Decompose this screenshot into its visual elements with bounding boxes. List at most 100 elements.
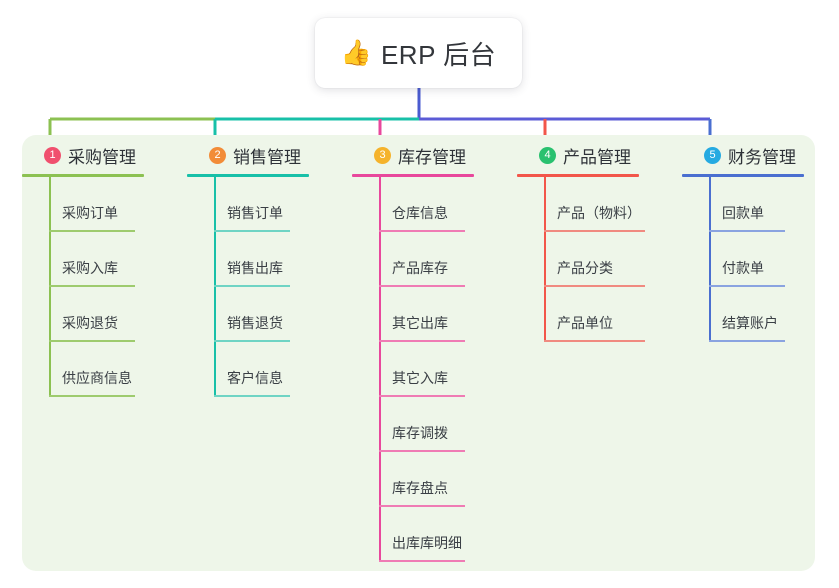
leaf-item[interactable]: 产品单位 (517, 287, 645, 342)
leaf-rule (379, 505, 465, 507)
leaf-rule (379, 450, 465, 452)
leaf-rule (379, 285, 465, 287)
leaf-rule (49, 395, 135, 397)
leaf-label: 仓库信息 (392, 205, 448, 221)
root-node[interactable]: 👍 ERP 后台 (315, 18, 522, 88)
leaf-label: 出库库明细 (392, 535, 462, 551)
leaf-item[interactable]: 仓库信息 (352, 177, 474, 232)
branch-5: 5 财务管理回款单付款单结算账户 (682, 142, 804, 342)
leaf-item[interactable]: 产品（物料） (517, 177, 645, 232)
leaf-label: 结算账户 (722, 315, 778, 331)
leaf-rule (214, 285, 290, 287)
leaf-label: 客户信息 (227, 370, 283, 386)
branch-leaves-2: 销售订单销售出库销售退货客户信息 (187, 177, 309, 397)
branch-badge-2: 2 (209, 146, 226, 164)
leaf-rule (709, 340, 785, 342)
leaf-rule (379, 230, 465, 232)
leaf-label: 其它出库 (392, 315, 448, 331)
branch-leaves-3: 仓库信息产品库存其它出库其它入库库存调拨库存盘点出库库明细 (352, 177, 474, 562)
branch-spine-1 (49, 177, 51, 397)
leaf-item[interactable]: 其它入库 (352, 342, 474, 397)
leaf-label: 产品单位 (557, 315, 613, 331)
leaf-item[interactable]: 采购退货 (22, 287, 144, 342)
branch-title-2: 销售管理 (233, 147, 301, 167)
branch-rule-4 (517, 174, 639, 177)
branch-header-2[interactable]: 2 销售管理 (187, 142, 309, 168)
thumbs-up-icon: 👍 (340, 38, 372, 67)
leaf-rule (709, 230, 785, 232)
leaf-item[interactable]: 其它出库 (352, 287, 474, 342)
leaf-item[interactable]: 供应商信息 (22, 342, 144, 397)
leaf-rule (544, 340, 645, 342)
leaf-label: 产品（物料） (557, 205, 641, 221)
branch-badge-5: 5 (704, 146, 721, 164)
leaf-item[interactable]: 回款单 (682, 177, 804, 232)
leaf-item[interactable]: 客户信息 (187, 342, 309, 397)
branch-rule-5 (682, 174, 804, 177)
leaf-rule (709, 285, 785, 287)
branch-header-5[interactable]: 5 财务管理 (682, 142, 804, 168)
leaf-rule (214, 340, 290, 342)
leaf-item[interactable]: 结算账户 (682, 287, 804, 342)
leaf-label: 销售退货 (227, 315, 283, 331)
leaf-label: 供应商信息 (62, 370, 132, 386)
leaf-rule (544, 230, 645, 232)
branch-leaves-4: 产品（物料） 产品分类产品单位 (517, 177, 645, 342)
branch-leaves-5: 回款单付款单结算账户 (682, 177, 804, 342)
branch-rule-1 (22, 174, 144, 177)
branch-badge-1: 1 (44, 146, 61, 164)
leaf-rule (49, 230, 135, 232)
leaf-rule (214, 395, 290, 397)
leaf-rule (214, 230, 290, 232)
leaf-label: 采购订单 (62, 205, 118, 221)
branch-rule-3 (352, 174, 474, 177)
branch-spine-4 (544, 177, 546, 342)
branch-spine-5 (709, 177, 711, 342)
leaf-label: 采购退货 (62, 315, 118, 331)
leaf-label: 库存盘点 (392, 480, 448, 496)
leaf-label: 销售订单 (227, 205, 283, 221)
leaf-label: 其它入库 (392, 370, 448, 386)
leaf-label: 销售出库 (227, 260, 283, 276)
branch-title-1: 采购管理 (68, 147, 136, 167)
leaf-item[interactable]: 采购入库 (22, 232, 144, 287)
leaf-item[interactable]: 库存盘点 (352, 452, 474, 507)
leaf-item[interactable]: 库存调拨 (352, 397, 474, 452)
leaf-item[interactable]: 销售出库 (187, 232, 309, 287)
branch-4: 4 产品管理产品（物料） 产品分类产品单位 (517, 142, 645, 342)
branch-rule-2 (187, 174, 309, 177)
leaf-label: 采购入库 (62, 260, 118, 276)
leaf-rule (379, 560, 465, 562)
leaf-item[interactable]: 采购订单 (22, 177, 144, 232)
branch-title-3: 库存管理 (398, 147, 466, 167)
leaf-rule (544, 285, 645, 287)
leaf-rule (49, 285, 135, 287)
leaf-item[interactable]: 产品分类 (517, 232, 645, 287)
leaf-item[interactable]: 付款单 (682, 232, 804, 287)
branch-header-4[interactable]: 4 产品管理 (517, 142, 639, 168)
leaf-label: 产品分类 (557, 260, 613, 276)
branch-spine-2 (214, 177, 216, 397)
leaf-item[interactable]: 产品库存 (352, 232, 474, 287)
root-node-title: ERP 后台 (380, 39, 497, 70)
leaf-label: 付款单 (722, 260, 764, 276)
leaf-item[interactable]: 销售订单 (187, 177, 309, 232)
branch-2: 2 销售管理销售订单销售出库销售退货客户信息 (187, 142, 309, 397)
branch-spine-3 (379, 177, 381, 562)
leaf-label: 库存调拨 (392, 425, 448, 441)
leaf-rule (379, 340, 465, 342)
leaf-label: 回款单 (722, 205, 764, 221)
leaf-item[interactable]: 销售退货 (187, 287, 309, 342)
branch-title-4: 产品管理 (563, 147, 631, 167)
branch-header-3[interactable]: 3 库存管理 (352, 142, 474, 168)
leaf-label: 产品库存 (392, 260, 448, 276)
branch-title-5: 财务管理 (728, 147, 796, 167)
branch-badge-3: 3 (374, 146, 391, 164)
branches-panel (22, 135, 815, 571)
branch-1: 1 采购管理采购订单采购入库采购退货供应商信息 (22, 142, 144, 397)
branch-badge-4: 4 (539, 146, 556, 164)
branch-header-1[interactable]: 1 采购管理 (22, 142, 144, 168)
leaf-rule (49, 340, 135, 342)
leaf-item[interactable]: 出库库明细 (352, 507, 474, 562)
